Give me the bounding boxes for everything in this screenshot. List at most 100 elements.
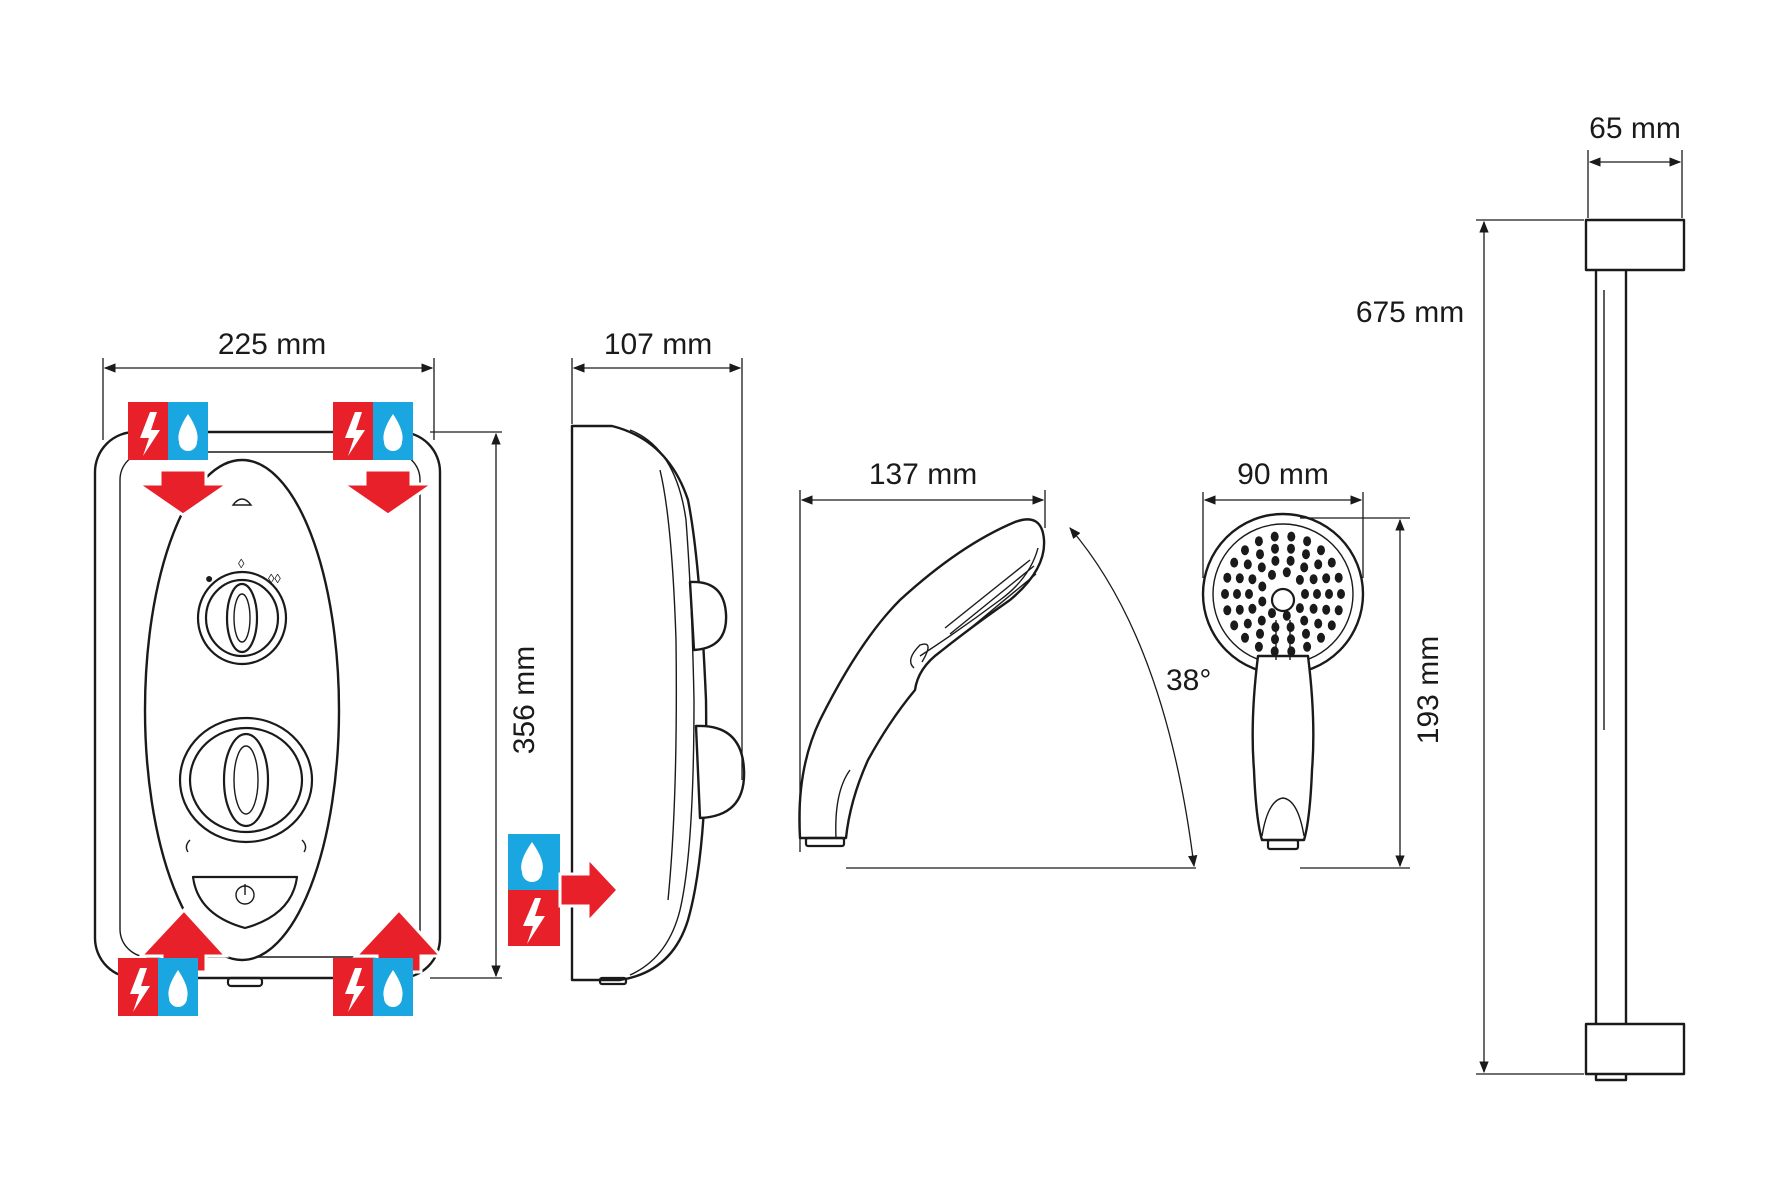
water-drop-icon xyxy=(521,842,543,882)
spray-nozzle xyxy=(1322,604,1331,615)
spray-nozzle xyxy=(1254,641,1263,652)
spray-nozzle xyxy=(1287,543,1295,554)
handset-hose-connector xyxy=(804,836,846,848)
electric-bolt-icon xyxy=(130,968,150,1012)
riser-height-label: 675 mm xyxy=(1356,296,1464,329)
electric-bolt-icon xyxy=(140,412,160,456)
spray-nozzle xyxy=(1302,628,1310,639)
water-drop-icon xyxy=(383,970,403,1007)
spray-nozzle xyxy=(1303,536,1312,547)
spray-nozzle xyxy=(1317,545,1325,556)
handset-side-length-dimension: 137 mm xyxy=(799,458,1046,852)
spray-nozzle xyxy=(1325,589,1333,599)
spray-nozzle xyxy=(1282,567,1291,578)
spray-nozzle xyxy=(1223,605,1232,616)
temperature-dial-side xyxy=(688,580,728,652)
electric-bolt-icon xyxy=(523,898,545,944)
handset-face-width-label: 90 mm xyxy=(1237,458,1329,491)
spray-nozzle xyxy=(1223,572,1232,583)
spray-nozzle xyxy=(1271,543,1279,554)
spray-nozzle xyxy=(1241,545,1249,556)
spray-nozzle xyxy=(1257,615,1266,626)
spray-nozzle xyxy=(1327,557,1336,568)
connection-badge-bottom-left xyxy=(118,907,230,1016)
spray-nozzle xyxy=(1301,589,1309,599)
spray-nozzle xyxy=(1241,632,1249,643)
unit-width-label: 225 mm xyxy=(218,328,326,361)
unit-inner-rim xyxy=(119,451,421,958)
unit-width-dimension: 225 mm xyxy=(102,328,435,440)
riser-width-dimension: 65 mm xyxy=(1587,112,1683,218)
spray-nozzle xyxy=(1300,562,1309,573)
spray-nozzle xyxy=(1270,531,1279,542)
spray-nozzle xyxy=(1256,628,1264,639)
handset-angle-label: 38° xyxy=(1166,664,1211,697)
spray-nozzle xyxy=(1287,634,1295,645)
spray-nozzle xyxy=(1248,603,1257,614)
spray-nozzle xyxy=(1254,536,1263,547)
spray-nozzle xyxy=(1243,559,1252,570)
spray-nozzle xyxy=(1230,557,1239,568)
shower-unit-side-view xyxy=(570,424,746,986)
connection-badge-top-left xyxy=(128,402,233,517)
riser-top-bracket xyxy=(1584,218,1686,272)
spray-nozzle xyxy=(1314,618,1323,629)
spray-nozzle xyxy=(1309,603,1318,614)
power-button xyxy=(191,875,299,930)
riser-rail xyxy=(1584,218,1686,1082)
spray-nozzle xyxy=(1317,632,1325,643)
spray-nozzle xyxy=(1314,559,1323,570)
unit-depth-dimension: 107 mm xyxy=(571,328,743,780)
unit-depth-label: 107 mm xyxy=(604,328,712,361)
water-drop-icon xyxy=(168,970,188,1007)
handset-side-view xyxy=(798,518,1046,848)
water-drop-icon xyxy=(383,414,403,451)
spray-nozzle xyxy=(1287,531,1296,542)
connection-badge-top-right xyxy=(333,402,438,517)
handset-face-width-dimension: 90 mm xyxy=(1202,458,1364,578)
spray-nozzle xyxy=(1334,605,1343,616)
handset-height-label: 193 mm xyxy=(1412,636,1445,744)
handset-body-side xyxy=(798,518,1046,840)
spray-nozzle xyxy=(1258,581,1267,592)
spray-nozzle xyxy=(1271,555,1280,566)
unit-control-panel xyxy=(143,458,341,962)
spray-nozzle xyxy=(1300,615,1309,626)
indicator-icon xyxy=(231,498,253,506)
riser-rail-bar xyxy=(1594,266,1628,1082)
spray-nozzle xyxy=(1235,604,1244,615)
spray-nozzle xyxy=(1309,574,1318,585)
handset-height-dimension: 193 mm xyxy=(1300,517,1445,869)
spray-nozzle xyxy=(1235,573,1244,584)
spray-nozzle xyxy=(1268,569,1276,580)
spray-nozzle xyxy=(1256,549,1264,560)
svg-text:◊◊: ◊◊ xyxy=(268,571,281,586)
spray-nozzle xyxy=(1295,603,1304,614)
connection-badge-side xyxy=(508,834,621,946)
spray-nozzle xyxy=(1245,589,1253,599)
handset-face-pattern-side xyxy=(944,559,1037,641)
handset-front-connector xyxy=(1266,838,1300,851)
spray-nozzle xyxy=(1322,573,1331,584)
spray-nozzle xyxy=(1230,620,1239,631)
spray-nozzle xyxy=(1282,610,1291,621)
unit-height-dimension: 356 mm xyxy=(430,431,541,979)
spray-nozzle xyxy=(1248,574,1257,585)
flow-dial-side xyxy=(694,724,746,820)
temperature-dial: ● ◊ ◊◊ xyxy=(196,556,288,666)
svg-text:◊: ◊ xyxy=(238,556,245,571)
riser-width-label: 65 mm xyxy=(1589,112,1681,145)
spray-nozzle xyxy=(1258,596,1267,607)
spray-nozzle xyxy=(1313,589,1321,599)
water-drop-icon xyxy=(178,414,198,451)
flow-dial xyxy=(178,716,314,853)
spray-nozzle xyxy=(1286,555,1295,566)
spray-nozzle xyxy=(1327,620,1336,631)
spray-nozzle xyxy=(1233,589,1241,599)
spray-nozzle xyxy=(1295,574,1304,585)
handset-angle-dimension: 38° xyxy=(846,527,1211,869)
spray-nozzle xyxy=(1268,608,1276,619)
spray-nozzle xyxy=(1303,641,1312,652)
